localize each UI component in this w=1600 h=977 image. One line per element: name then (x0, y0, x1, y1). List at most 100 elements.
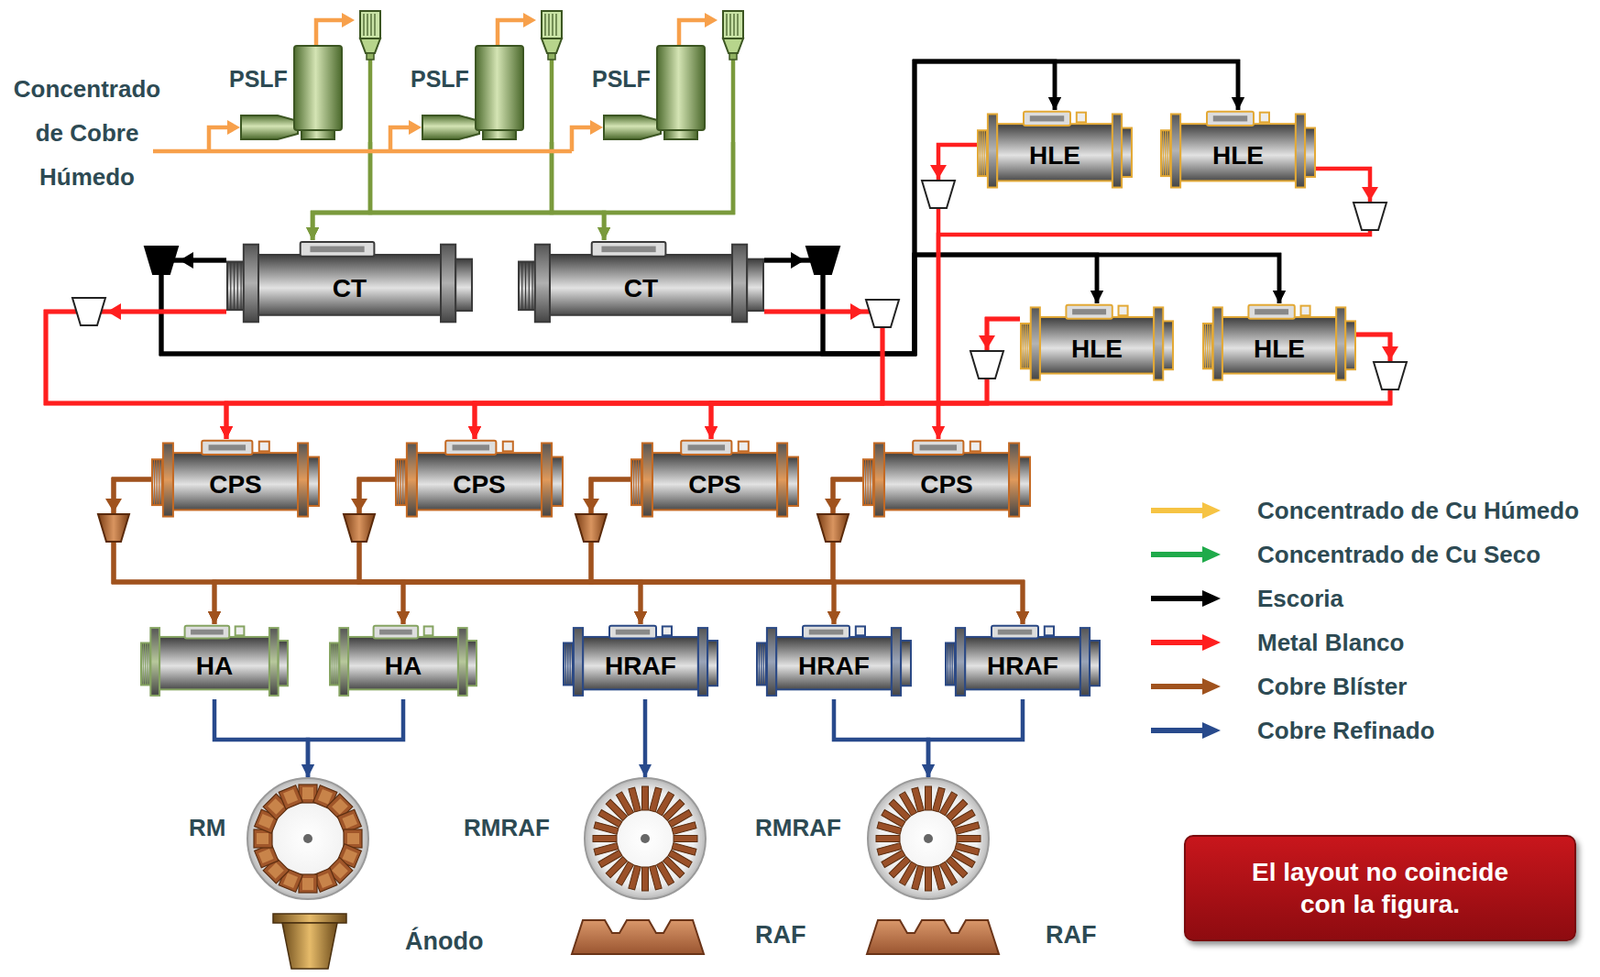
drawing-part (233, 262, 235, 311)
furnace-box: HRAF (756, 624, 912, 700)
smelter-unit: PSLF (224, 7, 390, 143)
drawing-part (259, 441, 270, 452)
drawing-part (1345, 320, 1356, 370)
drawing-part (760, 643, 762, 686)
drawing-part (309, 246, 364, 253)
drawing-part (584, 778, 706, 899)
drawing-part (855, 625, 866, 636)
drawing-part (267, 798, 285, 815)
drawing-part (341, 12, 355, 28)
legend-arrow (1150, 501, 1221, 520)
drawing-part (230, 262, 231, 311)
drawing-part (787, 457, 799, 506)
drawing-part (956, 835, 981, 843)
drawing-part (1260, 112, 1270, 123)
drawing-part (925, 786, 932, 811)
drawing-part (1373, 361, 1407, 390)
drawing-part (884, 452, 1009, 510)
node-label: HLE (1071, 334, 1123, 364)
drawing-part (331, 798, 349, 815)
drawing-part (297, 442, 308, 516)
drawing-part (366, 53, 374, 60)
drawing-part (400, 459, 402, 505)
legend-arrow (1150, 545, 1221, 564)
drawing-part (408, 120, 422, 135)
matte-ladles (72, 180, 1407, 390)
drawing-part (541, 442, 552, 516)
drawing-part (247, 778, 369, 899)
drawing-part (573, 627, 583, 696)
drawing-part (551, 457, 563, 506)
drawing-part (1202, 678, 1221, 695)
drawing-part (874, 442, 885, 516)
drawing-part (723, 10, 744, 39)
drawing-part (575, 514, 607, 542)
drawing-part (900, 640, 911, 686)
drawing-part (723, 38, 744, 54)
node-label: CT (332, 273, 367, 304)
drawing-part (373, 13, 375, 36)
drawing-part (589, 782, 702, 896)
furnace-box: CT (517, 240, 765, 327)
drawing-part (252, 782, 365, 896)
drawing-part (603, 115, 661, 140)
furnace-box: HRAF (944, 624, 1101, 700)
drawing-part (1040, 317, 1154, 374)
drawing-part (350, 498, 368, 513)
drawing-part (1164, 130, 1166, 176)
drawing-part (1030, 306, 1041, 380)
drawing-part (163, 442, 174, 516)
drawing-part (402, 459, 404, 505)
flow-connector (928, 699, 1023, 778)
flow-connector (226, 311, 883, 439)
drawing-part (738, 441, 749, 452)
node-label: HRAF (986, 651, 1059, 681)
drawing-part (282, 922, 338, 969)
drawing-part (649, 865, 662, 890)
drawing-part (153, 127, 592, 152)
drawing-part (635, 459, 637, 505)
drawing-part (1295, 113, 1305, 187)
drawing-part (1304, 128, 1316, 177)
drawing-part (930, 164, 947, 179)
drawing-part (227, 262, 245, 311)
flow-connector (45, 311, 227, 439)
drawing-part (1222, 317, 1337, 374)
drawing-part (1180, 123, 1296, 181)
drawing-part (865, 299, 899, 328)
furnace-box: HLE (1160, 109, 1316, 192)
furnace-box: HLE (1202, 303, 1357, 384)
drawing-part (582, 636, 699, 690)
drawing-part (867, 459, 869, 505)
drawing-part (1022, 323, 1024, 369)
legend-row: Cobre Blíster (1150, 670, 1407, 702)
drawing-part (237, 262, 239, 311)
drawing-part (406, 442, 417, 516)
drawing-part (876, 835, 900, 843)
drawing-part (956, 835, 981, 843)
drawing-part (911, 787, 924, 812)
node-label: HLE (1029, 141, 1081, 171)
furnace-box: CPS (394, 438, 564, 521)
drawing-part (1150, 507, 1206, 514)
drawing-part (551, 13, 553, 36)
drawing-part (671, 821, 697, 834)
drawing-part (544, 13, 546, 36)
drawing-part (628, 787, 641, 812)
drawing-part (335, 643, 337, 686)
drawing-part (952, 643, 954, 686)
drawing-part (331, 862, 349, 879)
drawing-part (201, 440, 253, 455)
drawing-part (733, 13, 735, 36)
drawing-part (373, 625, 419, 639)
drawing-part (142, 643, 144, 686)
drawing-part (642, 442, 653, 516)
drawing-part (964, 636, 1081, 690)
flow-connector (45, 311, 475, 439)
drawing-part (1167, 130, 1169, 176)
drawing-part (731, 58, 736, 143)
drawing-part (725, 13, 727, 36)
drawing-part (267, 862, 285, 879)
drawing-part (932, 865, 945, 890)
